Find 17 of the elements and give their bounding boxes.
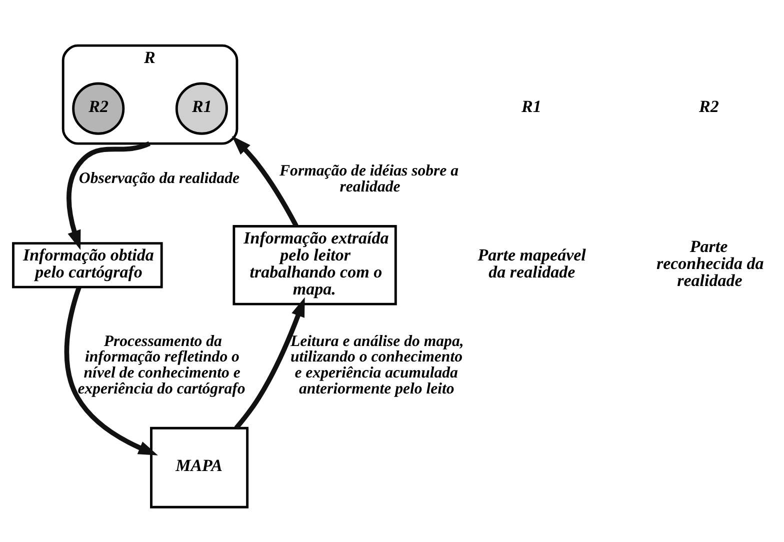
label: R1 — [521, 96, 542, 116]
arrow — [232, 135, 298, 227]
arrow — [66, 140, 150, 250]
node-circle: R2 — [72, 82, 125, 134]
edge-label: Processamento da informação refletindo o nível de conhecimento e experiência do cartógrafo — [78, 332, 246, 397]
label: Parte mapeável da realidade — [478, 245, 586, 282]
edge-label: Observação da realidade — [78, 169, 240, 186]
edge-label: Leitura e análise do mapa, utilizando o conhecimento e experiência acumulada anteriormente pelo leito — [290, 332, 464, 397]
label: R2 — [699, 96, 719, 116]
arrow — [64, 286, 158, 455]
node-box: MAPA — [150, 426, 249, 508]
edge-label: Formação de idéias sobre a realidade — [280, 162, 459, 195]
node-box: Informação extraída pelo leitor trabalhando com o mapa. — [232, 224, 397, 305]
node-box: Informação obtida pelo cartógrafo — [12, 242, 163, 288]
arrow — [234, 296, 305, 430]
label: Parte reconhecida da realidade — [656, 236, 764, 290]
node-circle: R1 — [175, 82, 228, 134]
